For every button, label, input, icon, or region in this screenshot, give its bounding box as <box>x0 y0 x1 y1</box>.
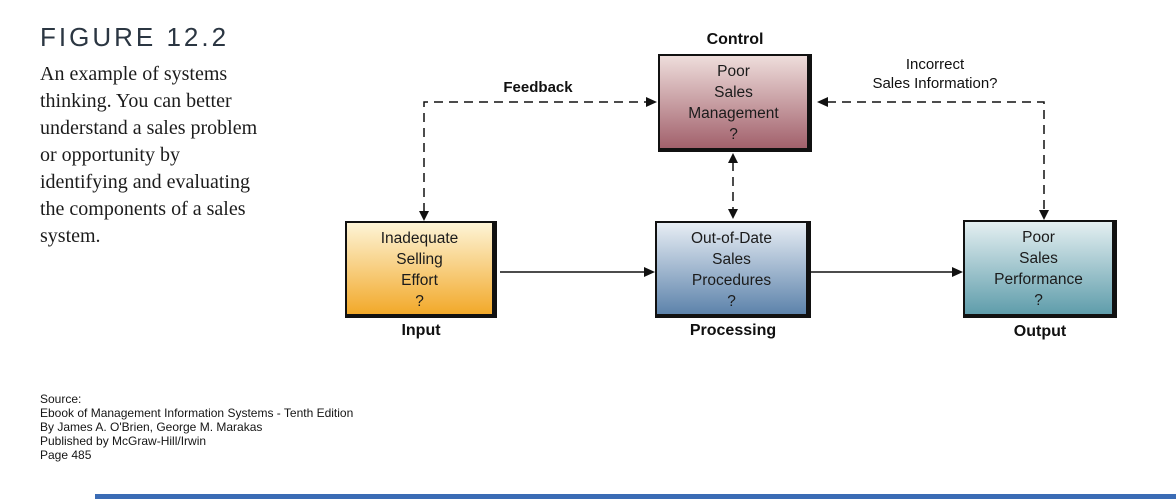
arrowhead-down-icon <box>728 209 738 219</box>
control-box-line: Management <box>688 105 779 122</box>
processing-node-label: Processing <box>689 322 777 339</box>
caption-line: the components of a sales <box>40 198 246 220</box>
arrowhead-left-icon <box>817 97 828 107</box>
source-line: Source: <box>40 392 82 406</box>
arrowhead-up-icon <box>728 153 738 163</box>
feedback-dashed-line <box>423 101 646 212</box>
input-box-line: ? <box>415 293 424 310</box>
incorrect-label-line: Sales Information? <box>872 75 998 92</box>
caption-line: system. <box>40 225 101 247</box>
output-box-line: Sales <box>1019 250 1058 267</box>
input-box-line: Selling <box>396 251 443 268</box>
caption-line: thinking. You can better <box>40 90 232 112</box>
input-box-line: Inadequate <box>380 230 459 247</box>
control-box-line: Sales <box>714 84 753 101</box>
arrowhead-right-icon <box>644 267 655 277</box>
processing-box-line: Out-of-Date <box>691 230 772 247</box>
caption-line: understand a sales problem <box>40 117 258 139</box>
processing-box: Out-of-Date Sales Procedures ? <box>655 221 811 318</box>
control-box-line: Poor <box>717 63 750 80</box>
source-line: By James A. O'Brien, George M. Marakas <box>40 420 263 434</box>
source-line: Page 485 <box>40 448 92 462</box>
arrowhead-right-icon <box>952 267 963 277</box>
incorrect-info-dashed-line <box>827 101 1045 211</box>
output-node-label: Output <box>1013 323 1067 340</box>
arrowhead-down-icon <box>419 211 429 221</box>
figure-caption-text: An example of systems thinking. You can … <box>40 61 300 250</box>
source-citation-block: Source: Ebook of Management Information … <box>40 392 353 462</box>
feedback-edge-label: Feedback <box>503 79 573 96</box>
processing-box-line: Procedures <box>691 272 772 289</box>
caption-line: identifying and evaluating <box>40 171 250 193</box>
arrowhead-down-icon <box>1039 210 1049 220</box>
output-box-line: Poor <box>1022 229 1055 246</box>
arrowhead-right-icon <box>646 97 657 107</box>
caption-line: An example of systems <box>40 63 228 85</box>
source-line: Ebook of Management Information Systems … <box>40 406 354 420</box>
control-box-line: ? <box>729 126 738 143</box>
input-box-line: Effort <box>401 272 438 289</box>
processing-box-line: Sales <box>712 251 751 268</box>
control-node-label: Control <box>706 31 764 48</box>
processing-box-line: ? <box>727 293 736 310</box>
incorrect-sales-info-label: Incorrect Sales Information? <box>835 55 1035 93</box>
source-line: Published by McGraw-Hill/Irwin <box>40 434 207 448</box>
figure-number-heading: FIGURE 12.2 <box>40 22 230 52</box>
caption-line: or opportunity by <box>40 144 180 166</box>
output-box-line: Performance <box>994 271 1083 288</box>
input-node-label: Input <box>401 322 441 339</box>
figure-caption-block: FIGURE 12.2 An example of systems thinki… <box>40 22 300 250</box>
control-box: Poor Sales Management ? <box>658 54 812 152</box>
output-box-line: ? <box>1034 292 1043 309</box>
bottom-accent-bar <box>95 494 1176 499</box>
output-box: Poor Sales Performance ? <box>963 220 1117 318</box>
incorrect-label-line: Incorrect <box>905 56 965 73</box>
input-box: Inadequate Selling Effort ? <box>345 221 497 318</box>
